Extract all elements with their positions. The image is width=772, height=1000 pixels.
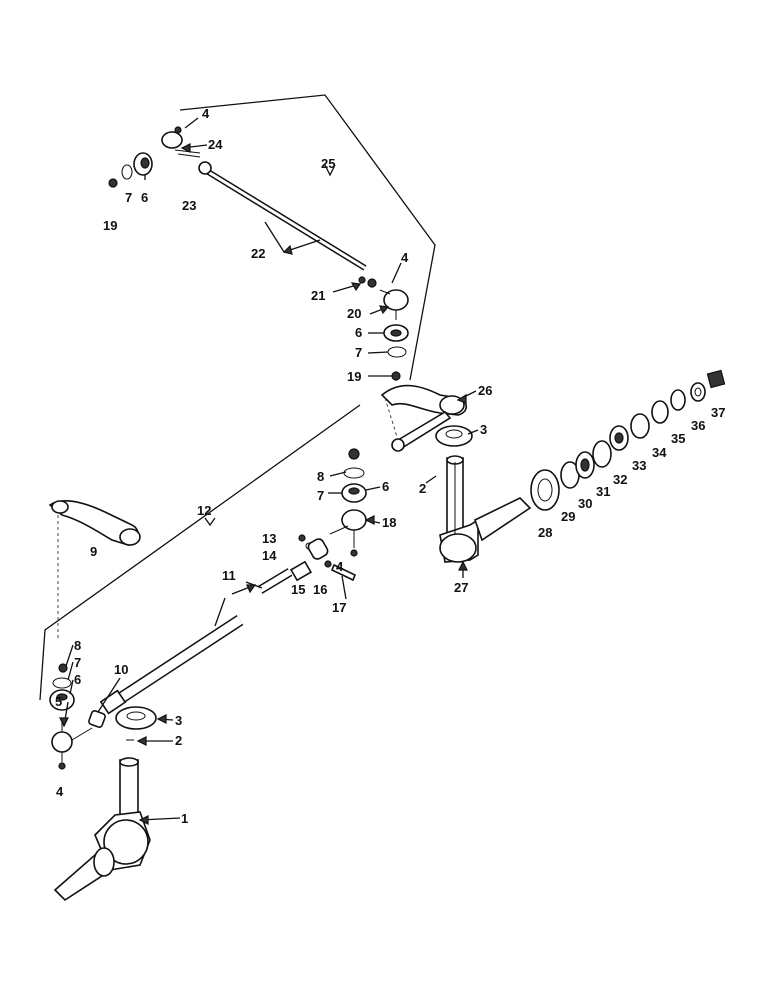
callout-10: 10	[114, 662, 128, 677]
callout-4: 4	[56, 784, 64, 799]
pitman-arm-9	[48, 500, 141, 640]
callout-12: 12	[197, 503, 211, 518]
washer-3-right	[435, 425, 473, 447]
callout-35: 35	[671, 431, 685, 446]
callout-28: 28	[538, 525, 552, 540]
spindle-27	[439, 455, 532, 563]
callout-11: 11	[222, 568, 236, 583]
callout-37: 37	[711, 405, 725, 420]
callout-7: 7	[317, 488, 324, 503]
hub-bearing-series	[530, 369, 726, 511]
ball-joint-5	[49, 663, 93, 770]
callout-7: 7	[74, 655, 81, 670]
callouts: 1 2 2 3 3 4 4 4 4 5 6 6 6 6 7 7 7 7 8 8 …	[55, 106, 725, 826]
callout-25: 25	[321, 156, 335, 171]
callout-17: 17	[332, 600, 346, 615]
callout-8: 8	[317, 469, 324, 484]
callout-4: 4	[336, 559, 344, 574]
callout-36: 36	[691, 418, 705, 433]
callout-1: 1	[181, 811, 188, 826]
callout-4: 4	[401, 250, 409, 265]
callout-6: 6	[74, 672, 81, 687]
ball-joint-24	[161, 126, 201, 158]
callout-24: 24	[208, 137, 223, 152]
bracket-25	[179, 94, 436, 381]
spindle-1	[53, 757, 151, 902]
lock-plate-10	[88, 710, 106, 728]
callout-23: 23	[182, 198, 196, 213]
callout-19: 19	[347, 369, 361, 384]
callout-7: 7	[125, 190, 132, 205]
callout-13: 13	[262, 531, 276, 546]
callout-19: 19	[103, 218, 117, 233]
callout-34: 34	[652, 445, 667, 460]
callout-5: 5	[55, 694, 62, 709]
callout-7: 7	[355, 345, 362, 360]
callout-22: 22	[251, 246, 265, 261]
callout-32: 32	[613, 472, 627, 487]
callout-33: 33	[632, 458, 646, 473]
leader-lines	[63, 117, 479, 821]
tie-rod-tube-11	[99, 568, 293, 715]
callout-2: 2	[175, 733, 182, 748]
callout-3: 3	[480, 422, 487, 437]
arrowheads	[59, 143, 468, 825]
callout-18: 18	[382, 515, 396, 530]
callout-20: 20	[347, 306, 361, 321]
drag-link-upper	[198, 161, 367, 284]
ball-joint-18	[329, 448, 367, 557]
callout-6: 6	[355, 325, 362, 340]
callout-21: 21	[311, 288, 325, 303]
bracket-12	[39, 404, 361, 701]
callout-27: 27	[454, 580, 468, 595]
callout-14: 14	[262, 548, 277, 563]
callout-8: 8	[74, 638, 81, 653]
callout-4: 4	[202, 106, 210, 121]
seal-upper-left	[108, 152, 153, 188]
washer-3-left	[115, 706, 157, 730]
callout-30: 30	[578, 496, 592, 511]
callout-3: 3	[175, 713, 182, 728]
callout-31: 31	[596, 484, 610, 499]
ball-joint-20	[367, 278, 409, 381]
callout-2: 2	[419, 481, 426, 496]
callout-16: 16	[313, 582, 327, 597]
steering-arm-26	[380, 384, 468, 452]
callout-6: 6	[141, 190, 148, 205]
callout-15: 15	[291, 582, 305, 597]
clamp-assembly	[289, 534, 357, 582]
callout-26: 26	[478, 383, 492, 398]
callout-29: 29	[561, 509, 575, 524]
callout-9: 9	[90, 544, 97, 559]
callout-6: 6	[382, 479, 389, 494]
